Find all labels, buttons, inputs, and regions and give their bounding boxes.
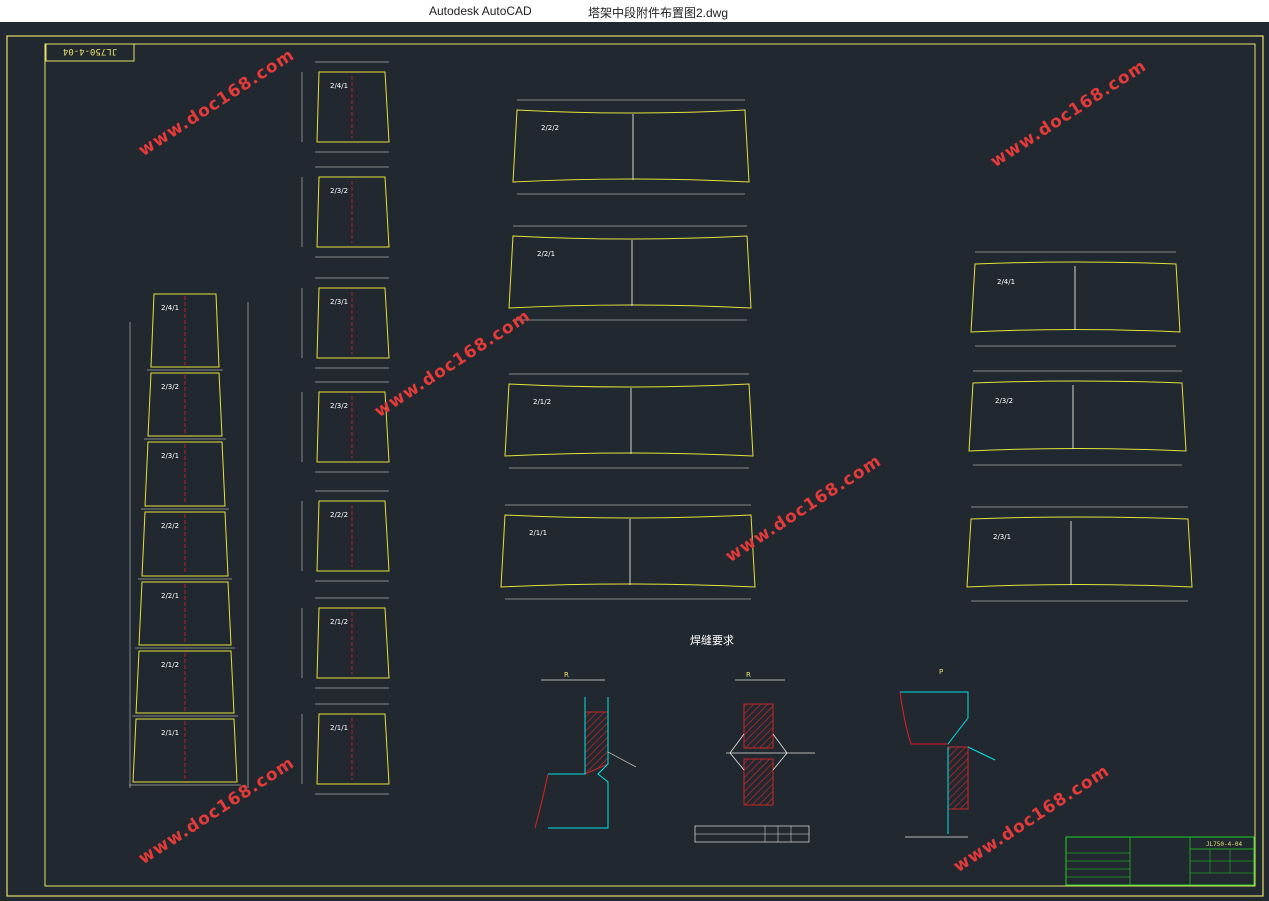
left-column-part: 2/3/1 [141,441,229,510]
part-label: 2/3/2 [995,397,1013,405]
window-titlebar: Autodesk AutoCAD 塔架中段附件布置图2.dwg [0,0,1269,22]
part-label: 2/4/1 [161,304,179,312]
weld-label-r: R [564,671,569,679]
part-label: 2/1/1 [161,729,179,737]
left-column-part: 2/2/2 [138,511,232,580]
part-label: 2/4/1 [330,82,348,90]
document-name: 塔架中段附件布置图2.dwg [588,6,729,20]
part-label: 2/2/1 [161,592,179,600]
mid-column-part: 2/1/1 [301,703,390,795]
part-label: 2/3/1 [161,452,179,460]
mid-column-part: 2/3/2 [301,166,390,258]
wide-part: 2/2/2 [512,99,750,195]
left-column-part: 2/1/2 [132,650,238,717]
title-block: JL750-4-04 [1065,836,1255,886]
weld-table [694,825,810,843]
left-column-part: 2/2/1 [135,581,235,649]
app-name: Autodesk AutoCAD [429,4,532,18]
weld-detail-1: R [534,671,637,829]
part-label: 2/3/1 [330,298,348,306]
weld-label-r2: R [746,671,751,679]
wide-part: 2/1/2 [504,373,754,469]
part-label: 2/3/2 [330,402,348,410]
part-label: 2/2/2 [161,522,179,530]
drawing-svg: JL750-4-04 焊缝要求 R R [6,35,1264,897]
weld-detail-3: P [899,668,996,838]
part-label: 2/2/1 [537,250,555,258]
left-column-part: 2/1/1 [129,718,241,786]
part-label: 2/2/2 [330,511,348,519]
wide-part: 2/2/1 [508,225,752,321]
parts-layer: 2/4/1 2/3/2 2/3/1 2/2/2 2/2/1 2/1/2 2/1/1 2/4/1… [129,61,1193,795]
stamp-text: JL750-4-04 [63,46,117,56]
part-label: 2/1/2 [533,398,551,406]
left-column-part: 2/3/2 [144,372,226,440]
part-label: 2/3/2 [161,383,179,391]
weld-detail-2: R [726,671,815,806]
welding-title: 焊缝要求 [690,633,734,647]
part-label: 2/3/2 [330,187,348,195]
outer-frame [6,35,1264,897]
mid-column-part: 2/2/2 [301,490,390,582]
mid-column-part: 2/3/1 [301,277,390,369]
mid-column-part: 2/1/2 [301,597,390,689]
left-column-part: 2/4/1 [147,293,223,371]
drawing-canvas[interactable]: JL750-4-04 焊缝要求 R R [0,22,1269,901]
right-wide-part: 2/4/1 [970,251,1181,347]
part-label: 2/1/2 [161,661,179,669]
mid-column-part: 2/3/2 [301,381,390,473]
inner-frame [44,43,1256,887]
part-label: 2/3/1 [993,533,1011,541]
part-label: 2/1/1 [330,724,348,732]
stamp-box [45,43,135,62]
part-label: 2/4/1 [997,278,1015,286]
right-wide-part: 2/3/1 [966,506,1193,602]
wide-part: 2/1/1 [500,504,756,600]
weld-label-p: P [939,668,943,676]
mid-column-part: 2/4/1 [301,61,390,153]
part-label: 2/1/2 [330,618,348,626]
part-label: 2/2/2 [541,124,559,132]
part-label: 2/1/1 [529,529,547,537]
right-wide-part: 2/3/2 [968,370,1187,466]
title-block-name: JL750-4-04 [1206,841,1243,848]
